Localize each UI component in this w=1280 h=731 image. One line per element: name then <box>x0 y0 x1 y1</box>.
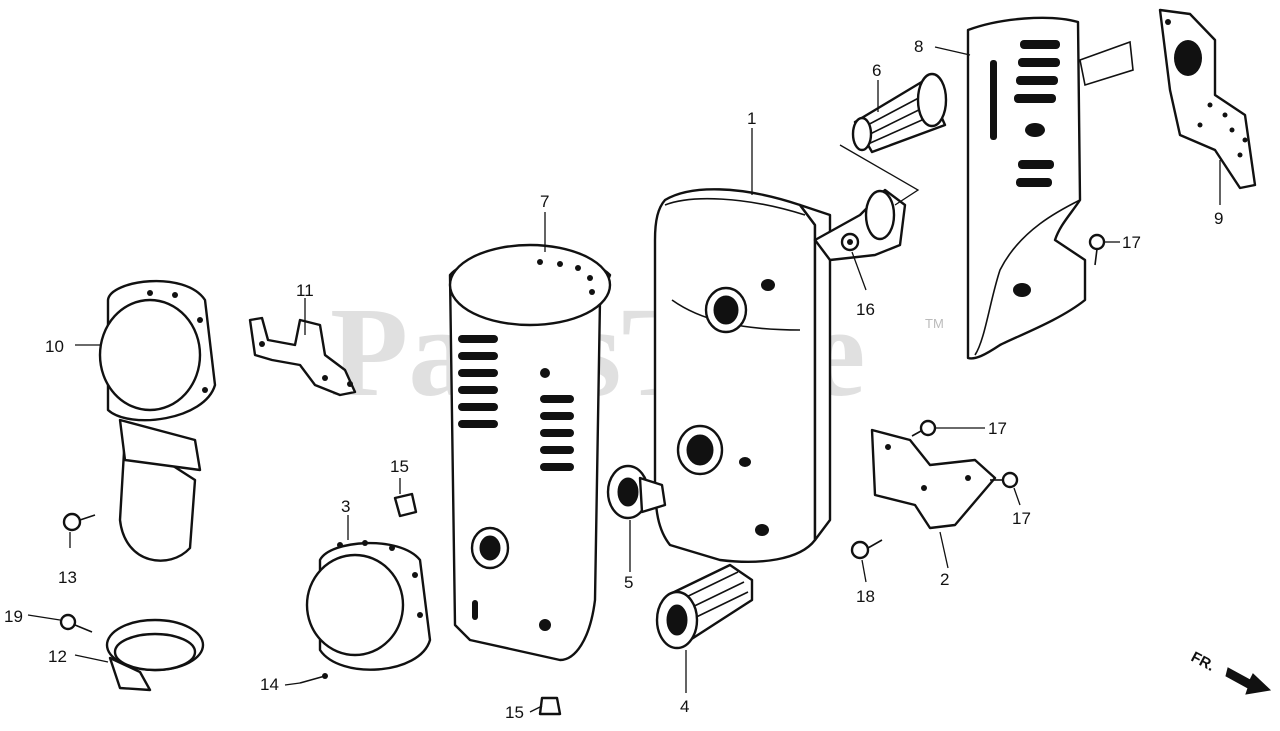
part-9-mounting-plate[interactable] <box>1158 8 1257 190</box>
fastener-19[interactable] <box>59 613 93 633</box>
callout-16: 16 <box>856 300 875 319</box>
callout-7: 7 <box>540 192 549 211</box>
part-8-heat-shield[interactable] <box>966 16 1134 360</box>
callout-17-mid: 17 <box>988 419 1007 438</box>
part-1-muffler[interactable] <box>653 188 907 563</box>
callout-8: 8 <box>914 37 923 56</box>
callout-14: 14 <box>260 675 279 694</box>
fastener-15-bottom[interactable] <box>538 696 562 716</box>
part-5-cap[interactable] <box>606 464 667 520</box>
callout-17-right: 17 <box>1012 509 1031 528</box>
callout-19: 19 <box>4 607 23 626</box>
part-2-stay[interactable] <box>870 428 997 530</box>
callout-18: 18 <box>856 587 875 606</box>
callout-17-top: 17 <box>1122 233 1141 252</box>
fastener-15-top[interactable] <box>393 492 418 518</box>
part-6-screen[interactable] <box>851 72 948 154</box>
part-7-protector[interactable] <box>448 243 612 662</box>
front-arrow-icon <box>1225 667 1272 695</box>
watermark-trademark: TM <box>925 316 944 331</box>
part-10-exhaust-elbow[interactable] <box>98 279 217 562</box>
part-4-screen[interactable] <box>655 563 754 650</box>
callout-15-top: 15 <box>390 457 409 476</box>
fastener-14[interactable] <box>299 673 328 684</box>
fastener-18[interactable] <box>850 539 883 560</box>
callout-9: 9 <box>1214 209 1223 228</box>
front-direction-indicator: FR. <box>1188 649 1272 695</box>
fastener-17-mid[interactable] <box>911 419 937 437</box>
fastener-17-right[interactable] <box>990 471 1019 489</box>
front-label: FR. <box>1188 649 1217 675</box>
callout-2: 2 <box>940 570 949 589</box>
fastener-17-top[interactable] <box>1088 233 1106 266</box>
part-3-end-cap[interactable] <box>305 540 432 671</box>
callout-6: 6 <box>872 61 881 80</box>
callout-4: 4 <box>680 697 689 716</box>
callout-5: 5 <box>624 573 633 592</box>
fastener-13[interactable] <box>62 512 96 532</box>
leader-lines <box>27 46 1221 713</box>
callout-11: 11 <box>296 281 314 300</box>
callout-1: 1 <box>747 109 756 128</box>
callout-15-bottom: 15 <box>505 703 524 722</box>
callout-13: 13 <box>58 568 77 587</box>
callout-10: 10 <box>45 337 64 356</box>
part-11-bracket[interactable] <box>248 316 357 397</box>
callout-12: 12 <box>48 647 67 666</box>
part-16-bolt[interactable] <box>840 232 860 252</box>
callout-3: 3 <box>341 497 350 516</box>
part-12-clamp[interactable] <box>105 618 205 692</box>
